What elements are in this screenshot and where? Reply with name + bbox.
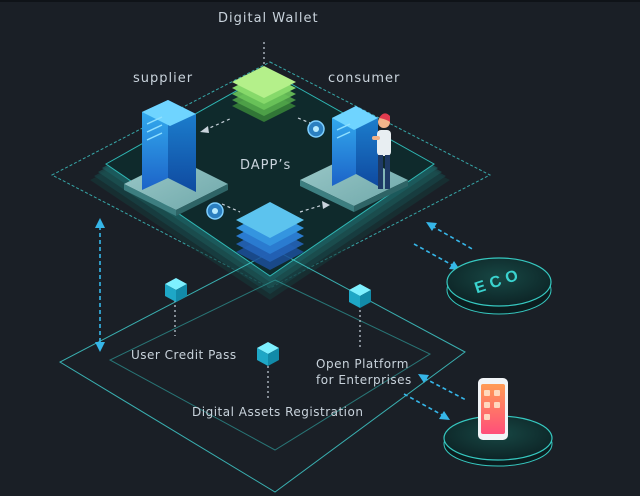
- lower-inner-frame: [108, 279, 432, 451]
- cube-icon: [349, 284, 371, 308]
- open-platform-label-line1: Open Platform: [316, 357, 409, 371]
- supplier-server-icon: [124, 100, 228, 216]
- lower-platform: [58, 249, 466, 493]
- phone-icon: [478, 378, 508, 440]
- top-edge: [0, 0, 640, 2]
- digital-wallet-label: Digital Wallet: [218, 11, 319, 26]
- coin-icon: [307, 120, 325, 138]
- cube-icon: [257, 342, 279, 366]
- dapp-stack-icon: [236, 202, 304, 270]
- digital-wallet-stack-icon: [232, 66, 296, 122]
- open-platform-label-line2: for Enterprises: [316, 373, 412, 387]
- flow-arrowheads: [200, 126, 330, 209]
- vertical-double-arrow: [95, 218, 105, 352]
- cube-icon: [165, 278, 187, 302]
- digital-assets-registration-label: Digital Assets Registration: [192, 405, 364, 419]
- dapps-label: DAPP’s: [240, 158, 292, 173]
- dotted-connectors: [174, 42, 361, 398]
- supplier-label: supplier: [133, 71, 194, 86]
- user-credit-pass-label: User Credit Pass: [131, 348, 237, 362]
- lower-outer-frame: [58, 249, 466, 493]
- consumer-server-icon: [300, 106, 408, 212]
- upper-outer-frame: [50, 61, 492, 289]
- eco-disc-icon: ECO: [446, 257, 552, 315]
- consumer-label: consumer: [328, 71, 401, 86]
- eco-arrows: [413, 222, 475, 270]
- person-icon: [372, 113, 391, 189]
- phone-arrows: [403, 374, 467, 420]
- coin-icon: [206, 202, 224, 220]
